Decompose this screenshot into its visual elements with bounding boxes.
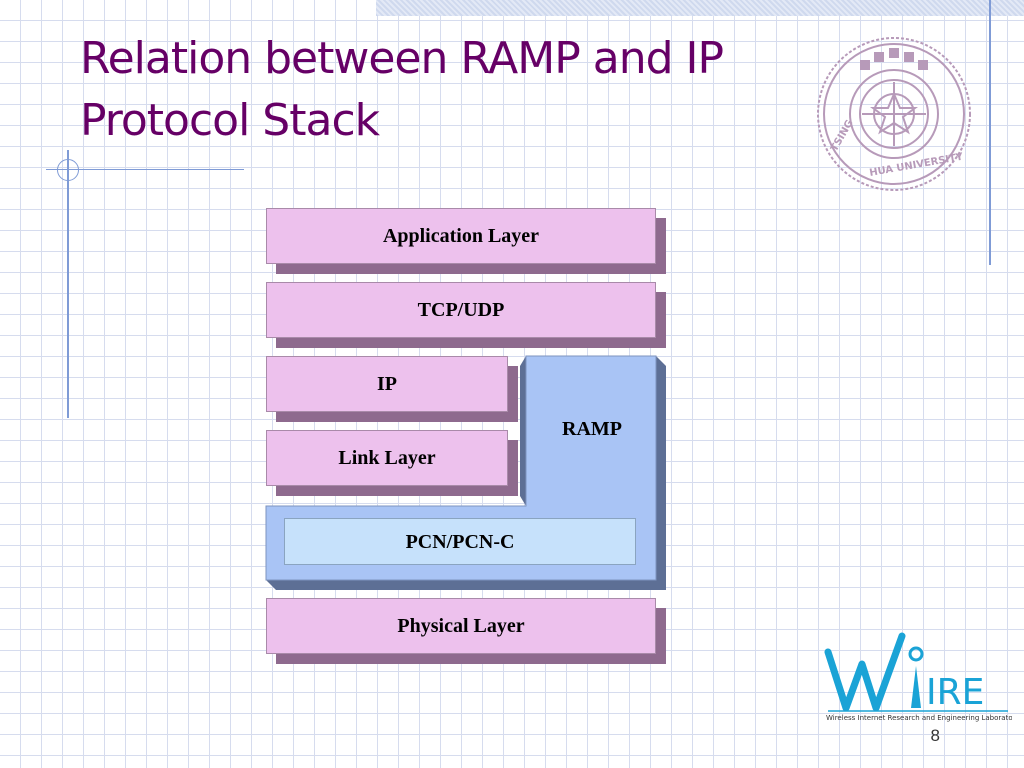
wire-lab-logo: IRE Wireless Internet Research and Engin…: [824, 632, 1012, 722]
top-decorative-strip: [376, 0, 1024, 16]
physical-layer-box: Physical Layer: [266, 598, 656, 654]
decorative-vertical-line: [67, 150, 69, 418]
decorative-horizontal-line: [46, 169, 244, 170]
wire-dot-icon: [908, 646, 924, 662]
title-line-2: Protocol Stack: [80, 95, 380, 146]
link-layer-label: Link Layer: [338, 447, 436, 469]
wire-logo-text: IRE: [926, 672, 984, 713]
ramp-label: RAMP: [562, 418, 622, 440]
decorative-vertical-line-right: [989, 0, 991, 265]
slide-title: Relation between RAMP and IP Protocol St…: [80, 28, 900, 152]
title-line-1: Relation between RAMP and IP: [80, 33, 724, 84]
university-seal-logo: TSING HUA UNIVERSITY: [817, 37, 971, 191]
ip-layer-box: IP: [266, 356, 508, 412]
tcp-udp-layer-box: TCP/UDP: [266, 282, 656, 338]
decorative-circle: [57, 159, 79, 181]
page-number: 8: [930, 726, 940, 745]
seal-text-left: TSING: [829, 118, 856, 153]
tcp-udp-layer-label: TCP/UDP: [417, 299, 505, 321]
application-layer-label: Application Layer: [382, 225, 540, 247]
pcn-layer-label: PCN/PCN-C: [405, 531, 515, 553]
lab-name-text: Wireless Internet Research and Engineeri…: [826, 714, 1012, 722]
link-layer-box: Link Layer: [266, 430, 508, 486]
ip-layer-label: IP: [377, 373, 397, 395]
pcn-layer-box: PCN/PCN-C: [284, 518, 636, 565]
wire-w-mark: [824, 632, 906, 712]
application-layer-box: Application Layer: [266, 208, 656, 264]
physical-layer-label: Physical Layer: [397, 615, 525, 637]
